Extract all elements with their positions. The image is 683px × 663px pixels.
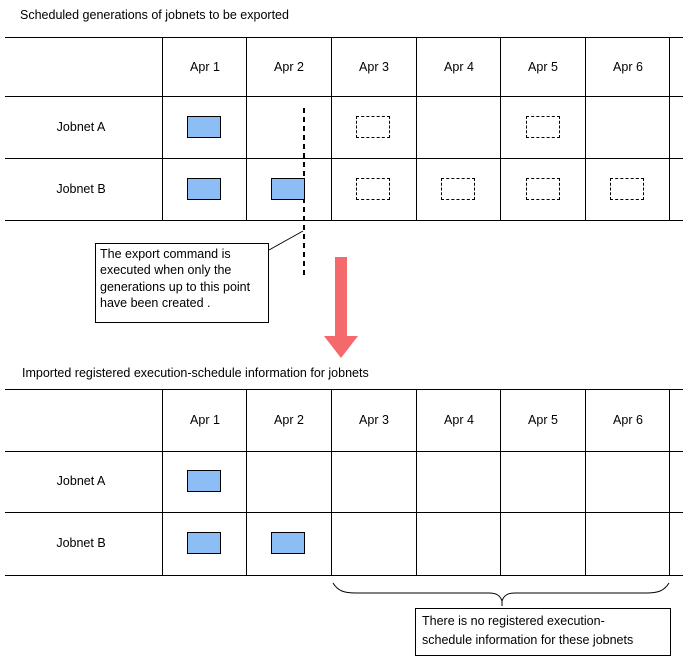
export-callout-line: executed when only the	[100, 263, 232, 278]
imported-row-jobnet-b-label: Jobnet B	[56, 536, 106, 550]
imported-col-apr3: Apr 3	[359, 413, 389, 427]
flow-down-arrow	[324, 257, 358, 358]
generation-box-planned	[610, 178, 644, 200]
generation-box-planned	[441, 178, 475, 200]
imported-table-title: Imported registered execution-schedule i…	[22, 366, 369, 380]
generation-box-created	[271, 178, 305, 200]
generation-box-created	[187, 470, 221, 492]
exported-col-apr2: Apr 2	[274, 60, 304, 74]
no-schedule-note-line: There is no registered execution-	[422, 614, 605, 628]
imported-col-apr1: Apr 1	[190, 413, 220, 427]
generation-box-planned	[526, 116, 560, 138]
imported-col-apr5: Apr 5	[528, 413, 558, 427]
exported-row-jobnet-b-label: Jobnet B	[56, 182, 106, 196]
generation-box-created	[187, 178, 221, 200]
generation-box-planned	[356, 116, 390, 138]
exported-table-title: Scheduled generations of jobnets to be e…	[20, 8, 289, 22]
export-callout-box: The export command is executed when only…	[95, 243, 269, 323]
exported-row-jobnet-a-label: Jobnet A	[56, 120, 106, 134]
export-callout-line: have been created .	[100, 295, 211, 310]
generation-box-created	[271, 532, 305, 554]
exported-col-apr1: Apr 1	[190, 60, 220, 74]
generation-box-planned	[356, 178, 390, 200]
generation-box-planned	[526, 178, 560, 200]
imported-col-apr6: Apr 6	[613, 413, 643, 427]
exported-col-apr4: Apr 4	[444, 60, 474, 74]
generation-box-created	[187, 116, 221, 138]
exported-col-apr5: Apr 5	[528, 60, 558, 74]
imported-row-jobnet-a-label: Jobnet A	[56, 474, 106, 488]
no-schedule-note-line: schedule information for these jobnets	[422, 633, 634, 647]
no-schedule-note-box: There is no registered execution- schedu…	[415, 608, 671, 656]
imported-col-apr2: Apr 2	[274, 413, 304, 427]
export-callout-line: generations up to this point	[100, 279, 251, 294]
exported-col-apr3: Apr 3	[359, 60, 389, 74]
exported-col-apr6: Apr 6	[613, 60, 643, 74]
export-callout-line: The export command is	[100, 247, 231, 261]
brace-under-empty-columns	[332, 582, 670, 606]
generation-box-created	[187, 532, 221, 554]
imported-col-apr4: Apr 4	[444, 413, 474, 427]
callout-leader-line	[268, 230, 304, 251]
